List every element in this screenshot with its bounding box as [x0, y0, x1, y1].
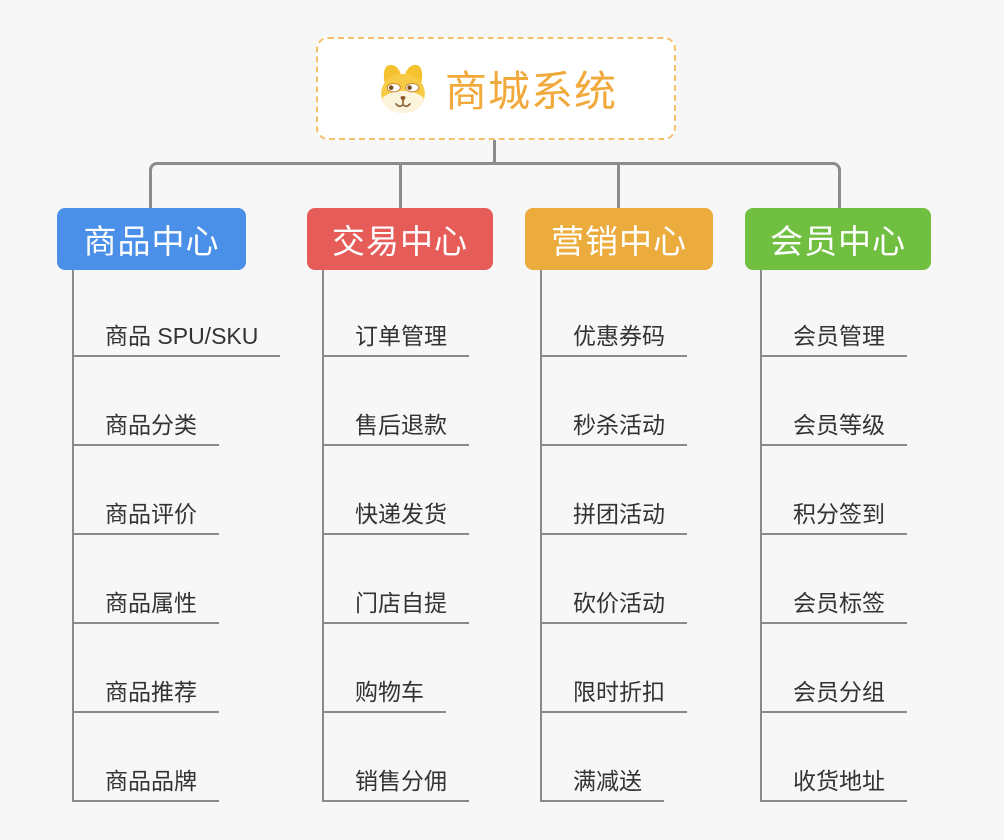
branch-node-trade-center[interactable]: 交易中心 [307, 208, 493, 270]
leaf-node[interactable]: 商品推荐 [72, 677, 219, 713]
branch-children-member-center: 会员管理 会员等级 积分签到 会员标签 会员分组 收货地址 [760, 270, 1004, 802]
leaf-node[interactable]: 砍价活动 [540, 588, 687, 624]
branch-children-trade-center: 订单管理 售后退款 快递发货 门店自提 购物车 销售分佣 [322, 270, 582, 802]
leaf-node[interactable]: 商品评价 [72, 499, 219, 535]
branch-node-product-center[interactable]: 商品中心 [57, 208, 246, 270]
leaf-node[interactable]: 限时折扣 [540, 677, 687, 713]
root-stem-line [493, 140, 496, 164]
leaf-node[interactable]: 订单管理 [322, 321, 469, 357]
leaf-node[interactable]: 会员分组 [760, 677, 907, 713]
leaf-node[interactable]: 满减送 [540, 766, 664, 802]
drop-line-marketing [617, 163, 620, 209]
branch-children-product-center: 商品 SPU/SKU 商品分类 商品评价 商品属性 商品推荐 商品品牌 [72, 270, 332, 802]
leaf-node[interactable]: 销售分佣 [322, 766, 469, 802]
leaf-node[interactable]: 售后退款 [322, 410, 469, 446]
leaf-node[interactable]: 优惠券码 [540, 321, 687, 357]
leaf-node[interactable]: 积分签到 [760, 499, 907, 535]
leaf-node[interactable]: 商品属性 [72, 588, 219, 624]
leaf-node[interactable]: 商品分类 [72, 410, 219, 446]
branch-node-marketing-center[interactable]: 营销中心 [525, 208, 713, 270]
leaf-node[interactable]: 商品 SPU/SKU [72, 321, 281, 357]
leaf-node[interactable]: 门店自提 [322, 588, 469, 624]
root-node[interactable]: 商城系统 [316, 37, 676, 140]
shiba-dog-icon [381, 64, 425, 113]
leaf-node[interactable]: 商品品牌 [72, 766, 219, 802]
leaf-node[interactable]: 拼团活动 [540, 499, 687, 535]
leaf-node[interactable]: 会员管理 [760, 321, 907, 357]
root-title: 商城系统 [444, 68, 617, 115]
leaf-node[interactable]: 会员标签 [760, 588, 907, 624]
leaf-node[interactable]: 会员等级 [760, 410, 907, 446]
leaf-node[interactable]: 快递发货 [322, 499, 469, 535]
branch-bracket-line [149, 162, 841, 209]
leaf-node[interactable]: 秒杀活动 [540, 410, 687, 446]
leaf-node[interactable]: 购物车 [322, 677, 446, 713]
branch-node-member-center[interactable]: 会员中心 [745, 208, 931, 270]
leaf-node[interactable]: 收货地址 [760, 766, 907, 802]
branch-children-marketing-center: 优惠券码 秒杀活动 拼团活动 砍价活动 限时折扣 满减送 [540, 270, 800, 802]
drop-line-trade [399, 163, 402, 209]
